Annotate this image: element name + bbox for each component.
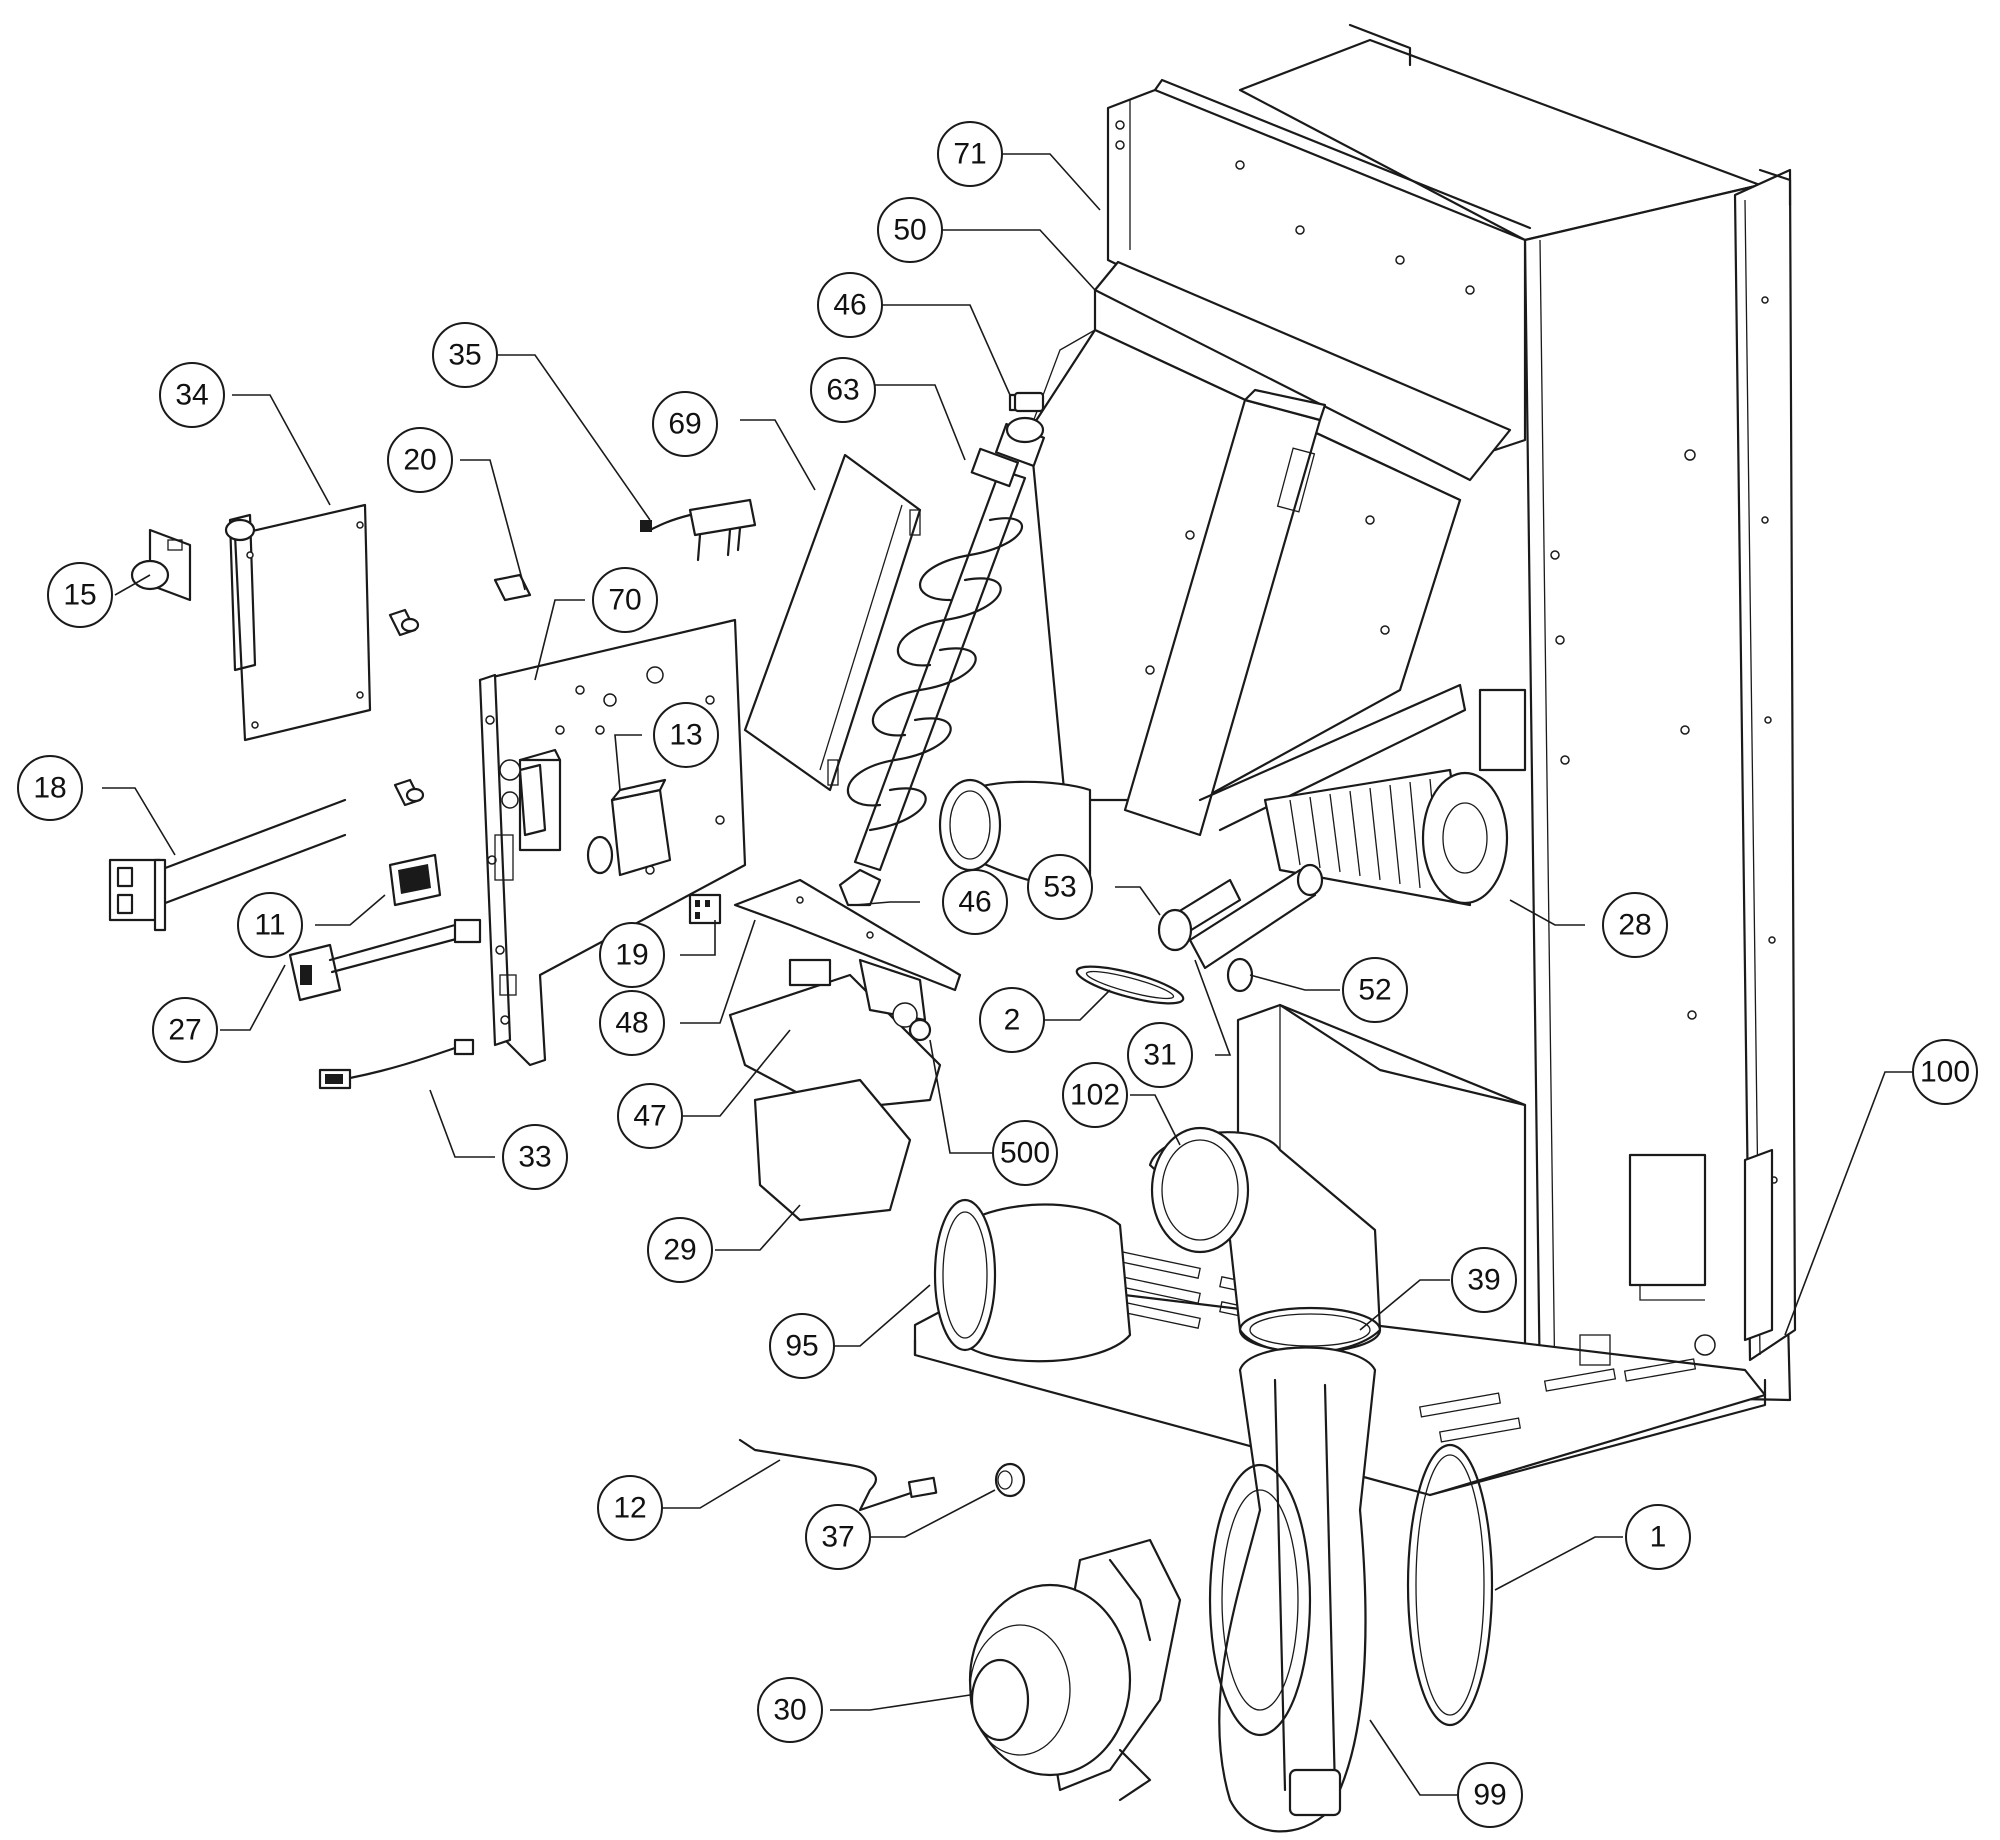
callout-63: 63 — [810, 357, 876, 423]
callout-46-lower: 46 — [942, 869, 1008, 935]
callout-47: 47 — [617, 1083, 683, 1149]
callout-label-18: 18 — [33, 772, 66, 805]
thermostat-switch — [130, 528, 192, 602]
gasket-ring — [1075, 965, 1185, 1005]
callout-label-48: 48 — [615, 1007, 648, 1040]
callout-34: 34 — [159, 362, 225, 428]
grommet — [994, 1462, 1026, 1498]
callout-31: 31 — [1127, 1022, 1193, 1088]
callout-71: 71 — [937, 121, 1003, 187]
callout-label-46-lower: 46 — [958, 886, 991, 919]
callout-label-35: 35 — [448, 339, 481, 372]
callout-label-50: 50 — [893, 214, 926, 247]
cabinet-bolt-holes — [1550, 296, 1778, 1184]
callout-48: 48 — [599, 990, 665, 1056]
callout-label-71: 71 — [953, 138, 986, 171]
callout-52: 52 — [1342, 957, 1408, 1023]
exhaust-elbow-pipe — [1148, 1126, 1382, 1354]
callout-500: 500 — [992, 1120, 1058, 1186]
callout-label-46-upper: 46 — [833, 289, 866, 322]
callout-label-31: 31 — [1143, 1039, 1176, 1072]
callout-99: 99 — [1457, 1762, 1523, 1828]
callout-37: 37 — [805, 1504, 871, 1570]
callout-95: 95 — [769, 1313, 835, 1379]
ring-gasket — [1406, 1443, 1494, 1727]
callout-label-34: 34 — [175, 379, 208, 412]
rocker-switch — [388, 853, 442, 907]
callout-label-95: 95 — [785, 1330, 818, 1363]
callout-15: 15 — [47, 562, 113, 628]
callout-label-19: 19 — [615, 939, 648, 972]
callout-label-20: 20 — [403, 444, 436, 477]
callout-11: 11 — [237, 892, 303, 958]
terminal-block — [688, 893, 722, 925]
callout-13: 13 — [653, 702, 719, 768]
motor-mount-plate — [733, 878, 962, 992]
auger-motor — [728, 958, 942, 1222]
power-inlet-cord — [288, 918, 482, 1002]
callout-label-1: 1 — [1650, 1521, 1667, 1554]
callout-label-30: 30 — [773, 1694, 806, 1727]
clip-20 — [493, 573, 532, 602]
callout-35: 35 — [432, 322, 498, 388]
callout-39: 39 — [1451, 1247, 1517, 1313]
igniter-assembly — [1157, 863, 1324, 993]
callout-label-33: 33 — [518, 1141, 551, 1174]
callout-33: 33 — [502, 1124, 568, 1190]
callout-label-63: 63 — [826, 374, 859, 407]
callout-label-11: 11 — [254, 909, 285, 942]
callout-label-13: 13 — [669, 719, 702, 752]
callout-label-39: 39 — [1467, 1264, 1500, 1297]
callout-27: 27 — [152, 997, 218, 1063]
callout-label-99: 99 — [1473, 1779, 1506, 1812]
callout-label-500: 500 — [1000, 1137, 1050, 1170]
wire-harness-connector — [640, 498, 757, 562]
callout-label-102: 102 — [1070, 1079, 1120, 1112]
callout-1: 1 — [1625, 1504, 1691, 1570]
callout-label-29: 29 — [663, 1234, 696, 1267]
callout-69: 69 — [652, 391, 718, 457]
relay-component — [586, 778, 672, 877]
callout-50: 50 — [877, 197, 943, 263]
blower-fan-motor — [968, 1538, 1182, 1802]
push-clip-upper — [388, 608, 420, 637]
callout-30: 30 — [757, 1677, 823, 1743]
callout-53: 53 — [1027, 854, 1093, 920]
callout-label-37: 37 — [821, 1521, 854, 1554]
callout-18: 18 — [17, 755, 83, 821]
blower-housing — [1208, 1346, 1377, 1833]
bushing-lower — [838, 868, 882, 907]
callout-label-47: 47 — [633, 1100, 666, 1133]
callout-12: 12 — [597, 1475, 663, 1541]
callout-2: 2 — [979, 987, 1045, 1053]
callout-label-12: 12 — [613, 1492, 646, 1525]
callout-label-70: 70 — [608, 584, 641, 617]
callout-label-100: 100 — [1920, 1056, 1970, 1089]
sensor-plug-wire — [318, 1038, 475, 1090]
callout-label-53: 53 — [1043, 871, 1076, 904]
igniter-cartridge — [108, 798, 347, 932]
circuit-board — [224, 503, 372, 742]
callout-label-15: 15 — [63, 579, 96, 612]
push-clip-lower — [393, 778, 425, 807]
callout-label-52: 52 — [1358, 974, 1391, 1007]
callout-label-27: 27 — [168, 1014, 201, 1047]
callout-100: 100 — [1912, 1039, 1978, 1105]
callout-19: 19 — [599, 922, 665, 988]
callout-label-69: 69 — [668, 408, 701, 441]
callout-label-2: 2 — [1004, 1004, 1021, 1037]
callout-70: 70 — [592, 567, 658, 633]
hopper-cover-plate — [743, 453, 922, 792]
callout-28: 28 — [1602, 892, 1668, 958]
callout-102: 102 — [1062, 1062, 1128, 1128]
callout-46-upper: 46 — [817, 272, 883, 338]
thermocouple-probe — [738, 1438, 938, 1512]
bushing-upper — [1013, 391, 1045, 413]
callout-20: 20 — [387, 427, 453, 493]
callout-29: 29 — [647, 1217, 713, 1283]
callout-label-28: 28 — [1618, 909, 1651, 942]
connector-sleeve — [933, 1198, 1132, 1363]
damper-disc — [908, 1018, 932, 1042]
